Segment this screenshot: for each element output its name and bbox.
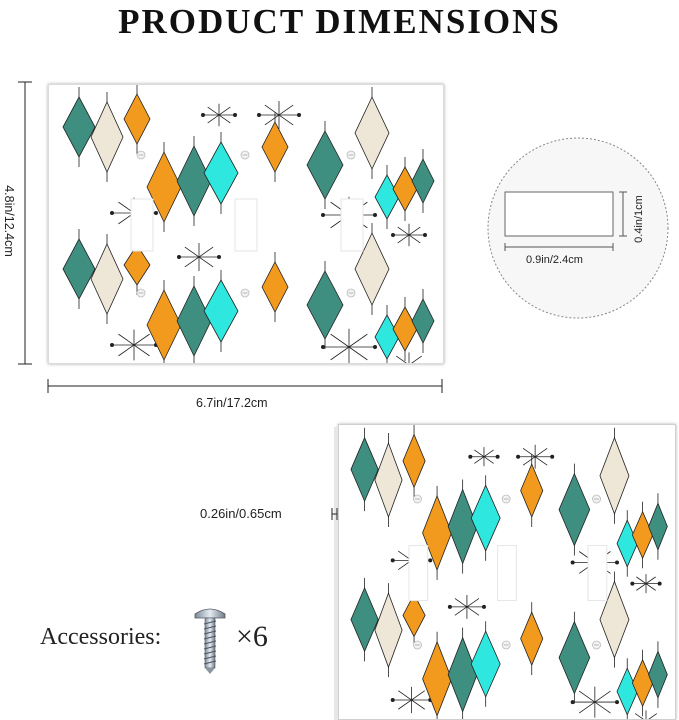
diamond-shape	[374, 314, 400, 360]
diamond-shape	[411, 298, 435, 344]
diamond-shape	[402, 593, 426, 638]
starburst-shape	[516, 444, 555, 469]
diamond-shape	[648, 650, 668, 699]
toggle-opening	[497, 545, 517, 602]
diamond-shape	[558, 472, 591, 547]
toggle-opening	[130, 198, 154, 252]
switch-plate-angled	[338, 424, 676, 720]
diamond-shape	[146, 289, 182, 361]
diamond-shape	[616, 667, 638, 716]
toggle-opening	[340, 198, 364, 252]
opening-detail-circle	[487, 137, 669, 319]
diamond-shape	[90, 101, 124, 173]
starburst-shape	[110, 329, 158, 361]
toggle-opening	[234, 198, 258, 252]
thickness-marker	[331, 508, 338, 520]
switch-plate-front	[48, 84, 444, 364]
diamond-shape	[62, 238, 96, 300]
diamond-shape	[90, 243, 124, 315]
diamond-shape	[422, 640, 452, 717]
diamond-shape	[422, 494, 452, 571]
diamond-shape	[470, 484, 501, 552]
diamond-shape	[374, 441, 403, 519]
diamond-shape	[470, 630, 501, 698]
diamond-shape	[123, 244, 151, 286]
thickness-label: 0.26in/0.65cm	[200, 506, 282, 521]
screw-icon	[194, 608, 226, 674]
diamond-shape	[354, 96, 390, 170]
diamond-shape	[374, 174, 400, 220]
diamond-shape	[350, 586, 379, 653]
diamond-shape	[411, 158, 435, 204]
diamond-shape	[306, 130, 344, 200]
width-label: 6.7in/17.2cm	[196, 396, 268, 410]
diamond-shape	[62, 96, 96, 158]
diamond-shape	[648, 502, 668, 551]
diamond-shape	[146, 151, 182, 223]
starburst-shape	[630, 574, 662, 594]
toggle-opening	[587, 545, 608, 602]
accessories-quantity: ×6	[236, 620, 268, 653]
diamond-shape	[176, 285, 212, 357]
diamond-shape	[261, 121, 289, 173]
starburst-shape	[447, 594, 486, 619]
diamond-shape	[447, 488, 478, 565]
starburst-shape	[201, 103, 237, 127]
diamond-shape	[447, 636, 478, 713]
diamond-shape	[631, 658, 654, 708]
diamond-shape	[392, 306, 418, 352]
height-label: 4.8in/12.4cm	[2, 185, 16, 257]
diamond-shape	[599, 436, 630, 515]
starburst-shape	[396, 352, 422, 363]
plate-pattern	[62, 85, 435, 363]
starburst-shape	[468, 447, 500, 467]
starburst-shape	[391, 223, 427, 247]
starburst-shape	[177, 243, 221, 271]
diamond-shape	[392, 166, 418, 212]
diamond-shape	[520, 611, 544, 667]
diamond-shape	[176, 145, 212, 217]
width-dimension-line	[47, 379, 443, 393]
diamond-shape	[520, 463, 544, 519]
opening-height-label: 0.4in/1cm	[633, 195, 645, 243]
starburst-shape	[257, 101, 301, 129]
diamond-shape	[402, 433, 426, 489]
starburst-shape	[570, 686, 620, 718]
diamond-shape	[306, 270, 344, 340]
starburst-shape	[321, 328, 377, 363]
diamond-shape	[558, 620, 591, 695]
diamond-shape	[616, 519, 638, 568]
diamond-shape	[374, 591, 403, 669]
diamond-shape	[261, 261, 289, 313]
accessories-label: Accessories:	[40, 624, 162, 650]
diamond-shape	[631, 510, 654, 560]
diamond-shape	[203, 141, 239, 205]
diamond-shape	[203, 279, 239, 343]
plate-pattern-angled	[350, 425, 668, 719]
starburst-shape	[390, 686, 433, 714]
diamond-shape	[123, 93, 151, 145]
opening-width-label: 0.9in/2.4cm	[526, 254, 583, 266]
height-dimension-line	[18, 81, 32, 365]
toggle-opening	[408, 545, 429, 602]
starburst-shape	[634, 710, 658, 719]
page-title: PRODUCT DIMENSIONS	[118, 2, 561, 41]
toggle-opening	[504, 191, 614, 237]
diamond-shape	[350, 436, 379, 503]
